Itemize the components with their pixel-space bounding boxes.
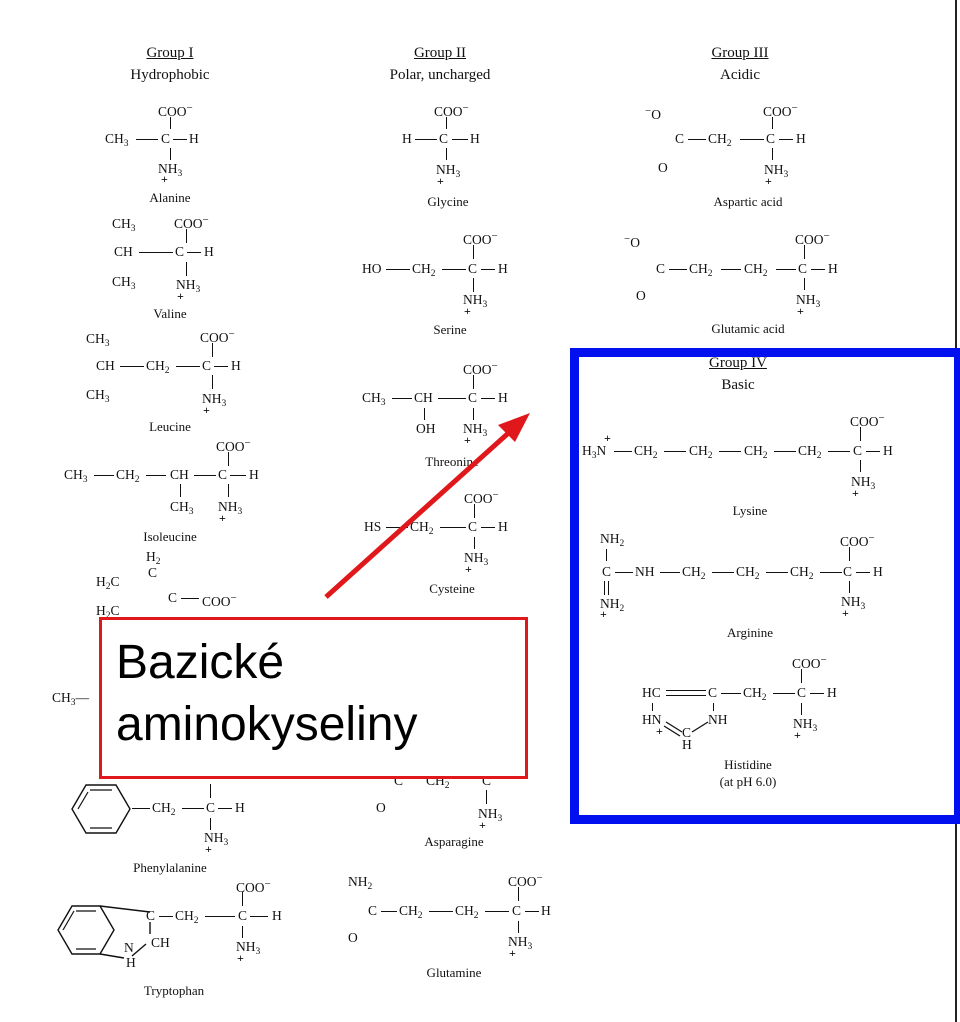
group-1-header: Group I Hydrophobic: [100, 42, 240, 86]
group-4-title: Group IV: [709, 355, 767, 371]
group-3-subtitle: Acidic: [720, 67, 760, 83]
indole-ring: [57, 905, 151, 959]
phenylalanine-label: Phenylalanine: [133, 860, 207, 875]
callout-box: Bazické aminokyseliny: [99, 617, 528, 779]
group-4-header: Group IV Basic: [668, 352, 808, 396]
asparagine-label: Asparagine: [424, 834, 484, 849]
cysteine-label: Cysteine: [429, 581, 475, 596]
histidine-ph-note: (at pH 6.0): [719, 774, 777, 789]
lysine-label: Lysine: [732, 503, 768, 518]
histidine-label: Histidine: [724, 757, 772, 772]
valine-label: Valine: [153, 306, 187, 321]
group-2-subtitle: Polar, uncharged: [389, 67, 491, 83]
callout-line-2: aminokyseliny: [116, 698, 418, 751]
group-2-header: Group II Polar, uncharged: [370, 42, 510, 86]
threonine-label: Threonine: [425, 454, 479, 469]
group-2-title: Group II: [413, 45, 467, 61]
group-3-title: Group III: [711, 45, 769, 61]
group-4-subtitle: Basic: [721, 377, 755, 393]
isoleucine-label: Isoleucine: [143, 529, 197, 544]
callout-line-1: Bazické: [116, 636, 285, 689]
aspartic-acid-label: Aspartic acid: [713, 194, 783, 209]
methionine-fragment: CH3—: [52, 690, 90, 708]
basic-group-highlight-box: [570, 348, 960, 824]
group-3-header: Group III Acidic: [670, 42, 810, 86]
group-1-title: Group I: [146, 45, 194, 61]
glycine-label: Glycine: [427, 194, 469, 209]
group-1-subtitle: Hydrophobic: [130, 67, 210, 83]
benzene-ring: [71, 784, 131, 834]
alanine-label: Alanine: [149, 190, 191, 205]
leucine-label: Leucine: [149, 419, 191, 434]
arginine-label: Arginine: [727, 625, 773, 640]
glutamic-acid-label: Glutamic acid: [711, 321, 785, 336]
tryptophan-label: Tryptophan: [143, 983, 205, 998]
serine-label: Serine: [433, 322, 467, 337]
imidazole-bonds: [663, 721, 709, 737]
glutamine-label: Glutamine: [426, 965, 482, 980]
